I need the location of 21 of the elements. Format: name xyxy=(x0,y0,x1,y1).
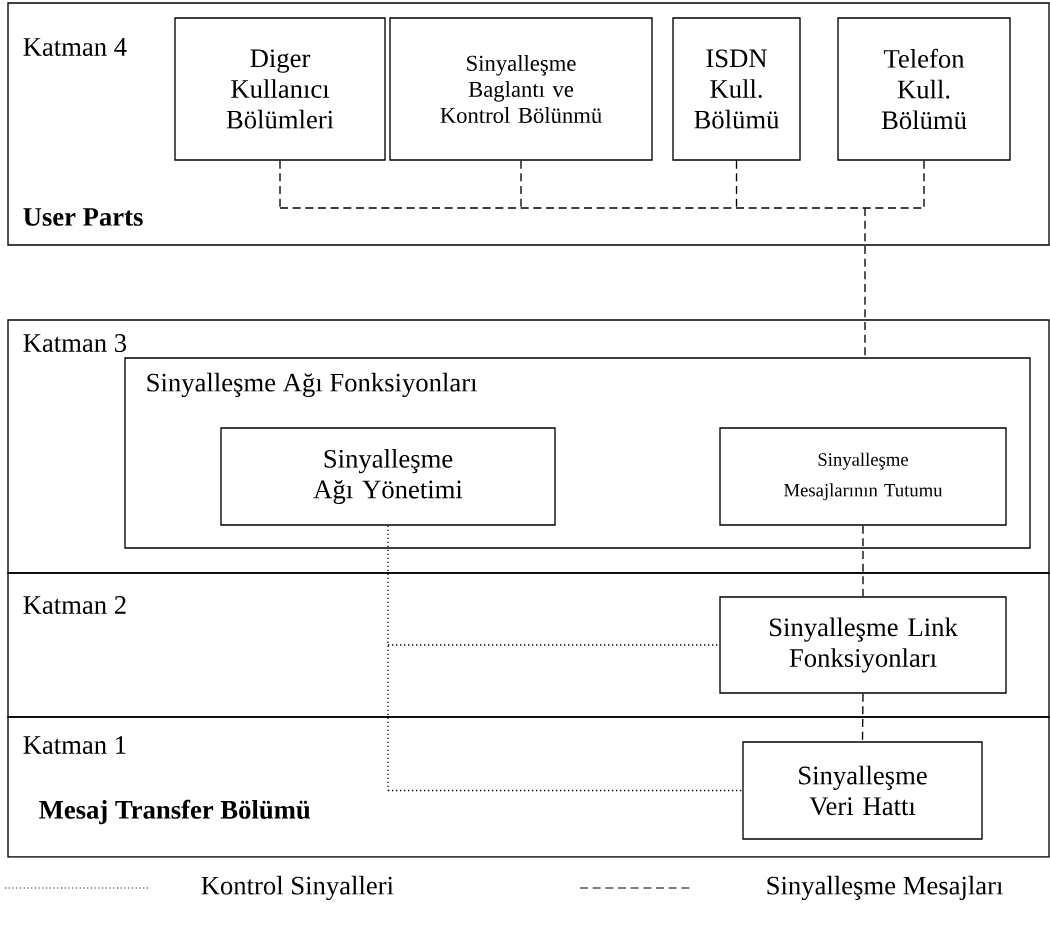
process-box: Telefon Kull. Bölümü xyxy=(837,17,1011,161)
process-box: Sinyalleşme Baglantı ve Kontrol Bölünmü xyxy=(389,17,653,161)
connector xyxy=(861,693,864,742)
layer-label: Katman 2 xyxy=(23,596,126,614)
process-box: Sinyalleşme Mesajlarının Tutumu xyxy=(719,427,1007,526)
connector xyxy=(862,525,864,597)
legend-label: Kontrol Sinyalleri xyxy=(201,875,394,901)
layer-label: Katman 4 xyxy=(23,38,127,56)
group-title: Sinyalleşme Ağı Fonksiyonları xyxy=(147,372,477,398)
process-box: ISDN Kull. Bölümü xyxy=(672,17,801,161)
process-box: Diger Kullanıcı Bölümleri xyxy=(174,17,386,161)
connector xyxy=(279,160,925,358)
layer-label: Katman 1 xyxy=(23,736,126,754)
section-title: Mesaj Transfer Bölümü xyxy=(39,799,310,825)
process-box: Sinyalleşme Link Fonksiyonları xyxy=(719,596,1007,694)
layer-label: Katman 3 xyxy=(23,334,127,352)
connector xyxy=(387,525,743,792)
section-title: User Parts xyxy=(23,208,143,226)
legend-label: Sinyalleşme Mesajları xyxy=(767,875,1003,901)
process-box: Sinyalleşme Ağı Yönetimi xyxy=(220,427,556,526)
process-box: Sinyalleşme Veri Hattı xyxy=(742,741,983,840)
